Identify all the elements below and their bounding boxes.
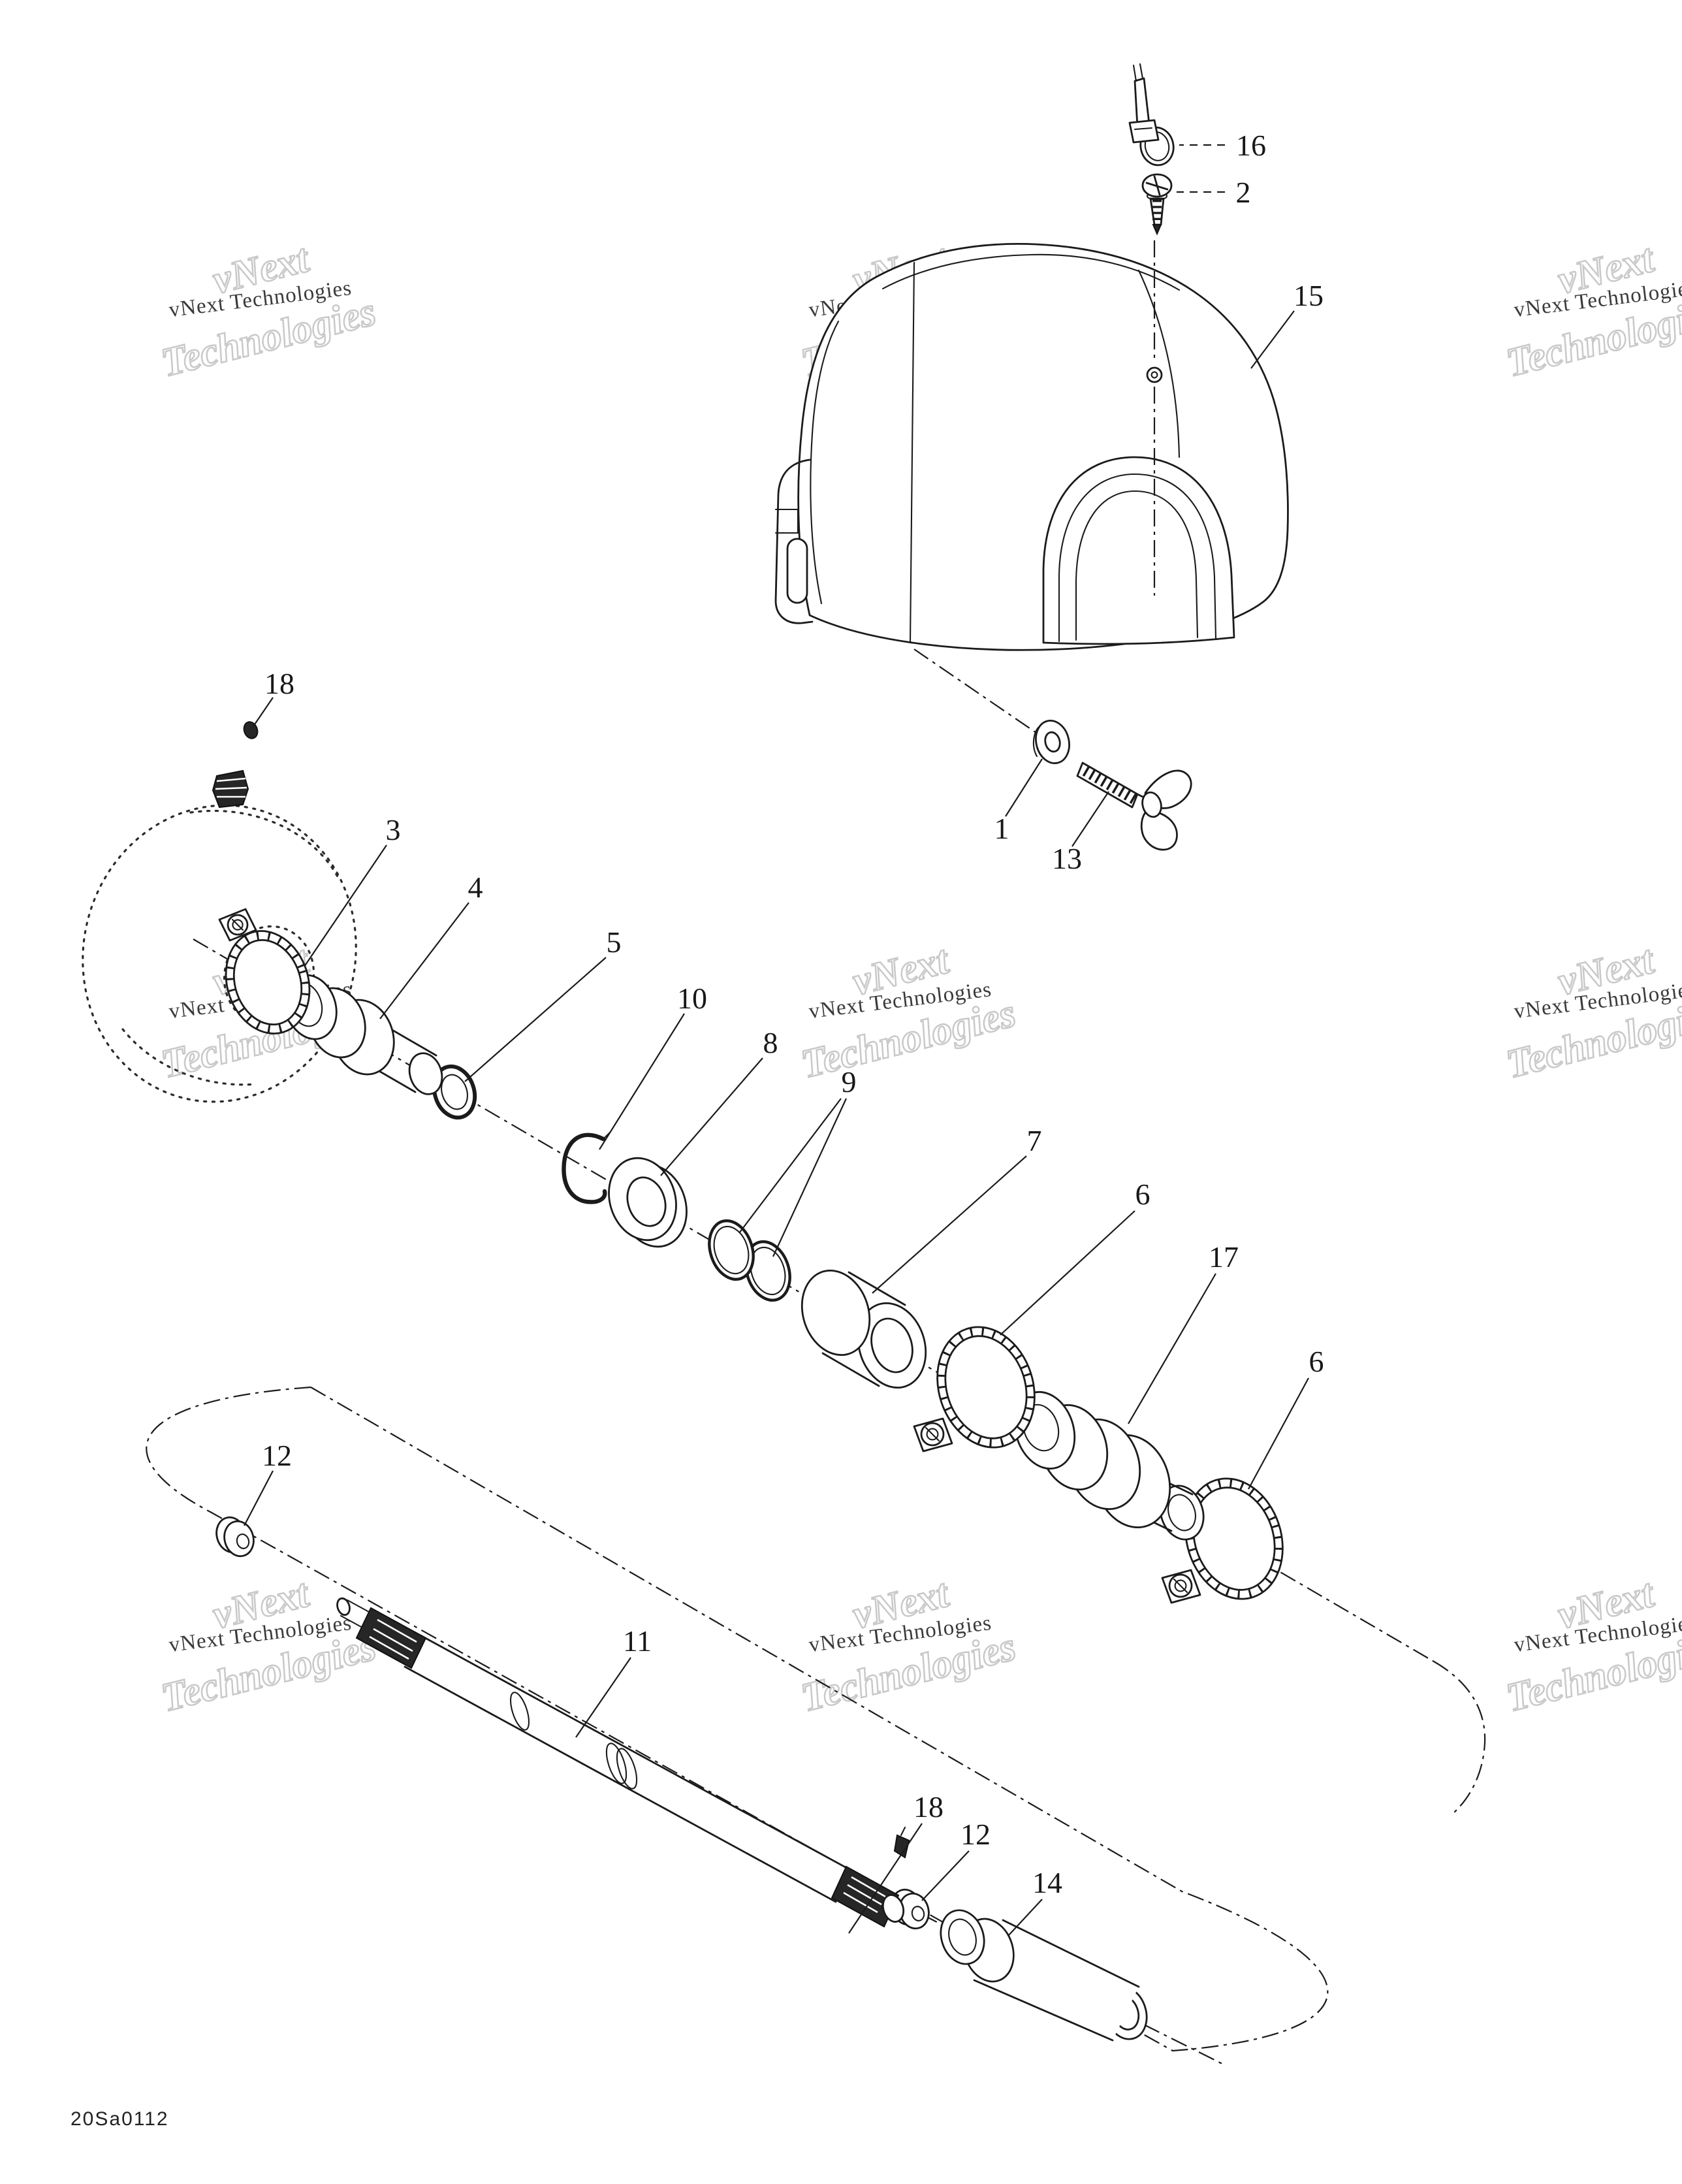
callout-hose-clamp-rear: 6: [1309, 1345, 1324, 1378]
callout-bellows: 17: [1209, 1240, 1239, 1274]
figure-code: 20Sa0112: [71, 2108, 169, 2130]
leader-boot: [379, 902, 469, 1020]
flywheel-outline: [82, 804, 357, 1103]
callout-tapping-screw: 2: [1236, 176, 1251, 209]
callout-hose-clamp: 3: [386, 813, 401, 846]
callout-o-rings: 9: [842, 1065, 857, 1099]
callout-circlip: 10: [677, 982, 707, 1015]
engine-housing-reference: [82, 804, 357, 1103]
flywheel-rim-arc: [189, 809, 341, 882]
leader-washer: [1005, 758, 1043, 817]
shaft-sleeve-art: [940, 1909, 1148, 2042]
washer-art: [1032, 720, 1070, 764]
callout-grommet-rear: 12: [960, 1818, 991, 1851]
nut-art: [212, 721, 259, 809]
bracket-slot: [786, 538, 808, 604]
o-rings-art: [708, 1219, 791, 1302]
hose-clamp-rear-art: [1161, 1477, 1284, 1604]
callout-seal-ring: 5: [607, 925, 622, 959]
callout-layer: 16 2 15 18 1 13 3 4 5 10 8 9 7 6 17 6 12 11 18 12 14: [244, 129, 1324, 1936]
leader-wing-screw: [1071, 791, 1109, 847]
leader-bellows: [1128, 1273, 1216, 1424]
cable-tie-art: [1128, 63, 1175, 167]
leader-shaft-sleeve: [1008, 1899, 1043, 1936]
leader-seal-ring: [464, 957, 607, 1082]
leader-hose-clamp-front: [1000, 1210, 1135, 1336]
callout-drive-shaft: 11: [623, 1624, 652, 1658]
seal-ring-art: [432, 1064, 477, 1120]
callout-boot: 4: [468, 871, 483, 904]
callout-clip: 18: [913, 1790, 944, 1823]
floating-bushing-art: [801, 1269, 927, 1389]
drive-shaft-art: [336, 1597, 905, 1928]
callout-washer: 1: [994, 812, 1009, 845]
hose-clamp-front-art: [913, 1326, 1036, 1453]
cover-arch-opening: [1042, 456, 1235, 645]
leader-clip: [848, 1823, 923, 1934]
flywheel-lower-arc: [121, 1028, 257, 1086]
leader-o-rings: [772, 1098, 847, 1257]
callout-nut: 18: [264, 667, 294, 700]
leader-hose-clamp-rear: [1248, 1377, 1309, 1490]
axis-tail-curve: [1433, 1661, 1486, 1814]
cover-mount-axis: [913, 649, 1039, 735]
leader-circlip: [599, 1013, 685, 1150]
cover-screw-hole: [1146, 366, 1163, 383]
leader-floating-bushing: [872, 1155, 1027, 1294]
leader-seal-carrier: [660, 1057, 763, 1176]
leader-grommet-front: [244, 1470, 274, 1526]
grommet-front-art: [215, 1516, 255, 1558]
tapping-screw-art: [1141, 173, 1173, 236]
parts-artwork: [212, 721, 1284, 1604]
leader-o-rings: [738, 1098, 842, 1234]
bellows-art: [1013, 1390, 1205, 1541]
leader-nut: [253, 697, 274, 727]
callout-drive-cover: 15: [1293, 279, 1324, 312]
leader-hose-clamp: [304, 844, 387, 967]
callout-hose-clamp-front: 6: [1135, 1178, 1150, 1211]
callout-wing-screw: 13: [1052, 842, 1082, 875]
leader-drive-cover: [1250, 310, 1295, 369]
callout-floating-bushing: 7: [1027, 1124, 1042, 1157]
callout-cable-tie: 16: [1236, 129, 1266, 162]
drive-cover-art: [774, 240, 1289, 651]
wing-lower: [1140, 810, 1178, 851]
shaft-assembly: [215, 1516, 1148, 2042]
wing-screw-art: [1076, 762, 1192, 851]
cover-bracket: [774, 458, 814, 624]
callout-shaft-sleeve: 14: [1032, 1866, 1062, 1899]
callout-grommet-front: 12: [262, 1439, 292, 1472]
leader-grommet-rear: [921, 1850, 970, 1901]
callout-seal-carrier: 8: [763, 1026, 778, 1059]
hose-clamp-pto-art: [218, 908, 311, 1035]
clip-art: [893, 1826, 910, 1859]
leader-drive-shaft: [575, 1657, 631, 1738]
seal-carrier-art: [608, 1157, 688, 1248]
lower-axis-seg2: [1143, 2024, 1226, 2066]
